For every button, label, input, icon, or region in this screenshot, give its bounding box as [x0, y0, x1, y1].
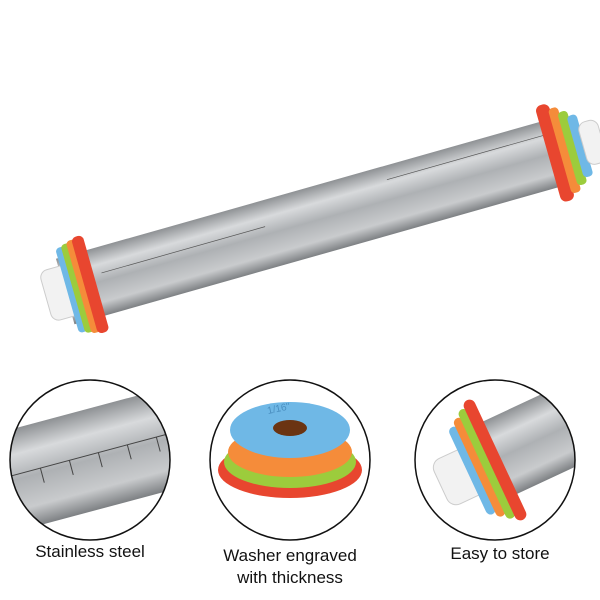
feature-label-stainless-steel: Stainless steel [35, 542, 145, 561]
washer-engraving: 1/16" [266, 401, 291, 417]
scale-markings [101, 133, 551, 274]
detail-storage [414, 379, 576, 541]
rolling-pin [40, 104, 600, 334]
feature-label-easy-store: Easy to store [450, 544, 550, 563]
washer-red-right [536, 104, 574, 202]
detail-stainless-steel [9, 379, 171, 541]
feature-label-washer: Washer engraved with thickness [223, 546, 357, 587]
detail-washers: 1/16" [209, 379, 371, 541]
right-end-cap [578, 119, 600, 165]
washer-red [72, 235, 109, 334]
steel-rod [55, 117, 575, 325]
